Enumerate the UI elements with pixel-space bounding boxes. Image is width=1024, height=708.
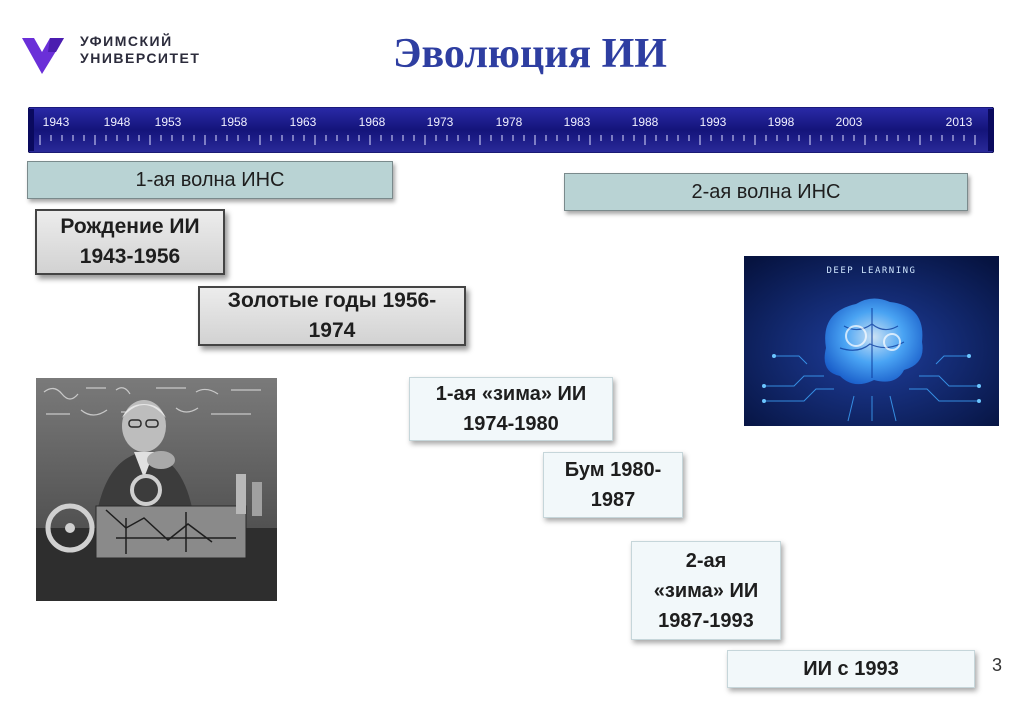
timeline-year-label: 1998 [768,115,795,129]
golden-line-1: Золотые годы 1956- [227,289,437,312]
birth-of-ai-box: Рождение ИИ 1943-1956 [35,209,225,275]
timeline-year-label: 1983 [564,115,591,129]
deep-learning-image: DEEP LEARNING [744,256,999,426]
historical-scientist-photo [36,378,277,601]
timeline-year-label: 1993 [700,115,727,129]
second-ai-winter-box: 2-ая «зима» ИИ 1987-1993 [631,541,781,640]
timeline-ruler: 1943 1948 1953 1958 1963 1968 1973 1978 1983 1988… [28,107,994,153]
timeline-year-label: 1953 [155,115,182,129]
logo-mark-icon [22,38,64,74]
brain-circuit-illustration [744,256,999,426]
boom-line-1: Бум 1980- [564,459,662,481]
first-wave-ann-box: 1-ая волна ИНС [27,161,393,199]
birth-line-1: Рождение ИИ [60,215,200,238]
winter1-line-2: 1974-1980 [463,413,559,435]
timeline-year-label: 2013 [946,115,973,129]
timeline-year-label: 1958 [221,115,248,129]
timeline-year-label: 1978 [496,115,523,129]
timeline-year-label: 1948 [104,115,131,129]
boom-line-2: 1987 [590,489,636,511]
winter2-line-3: 1987-1993 [658,609,754,632]
timeline-year-label: 1973 [427,115,454,129]
winter1-line-1: 1-ая «зима» ИИ [435,383,587,405]
birth-line-2: 1943-1956 [79,245,181,268]
logo-line-1: УФИМСКИЙ [80,33,173,49]
first-wave-label: 1-ая волна ИНС [135,168,285,191]
deep-learning-label: DEEP LEARNING [826,266,917,276]
logo-text: УФИМСКИЙ УНИВЕРСИТЕТ [80,33,200,67]
golden-line-2: 1974 [308,319,356,342]
university-logo: УФИМСКИЙ УНИВЕРСИТЕТ [20,28,230,78]
boom-box: Бум 1980- 1987 [543,452,683,518]
page-number: 3 [992,655,1003,675]
second-wave-label: 2-ая волна ИНС [691,180,841,203]
timeline-year-label: 1968 [359,115,386,129]
first-ai-winter-box: 1-ая «зима» ИИ 1974-1980 [409,377,613,441]
second-wave-ann-box: 2-ая волна ИНС [564,173,968,211]
timeline-bar: 1943 1948 1953 1958 1963 1968 1973 1978 1983 1988… [28,107,994,153]
ai1993-label: ИИ с 1993 [803,658,899,680]
winter2-line-1: 2-ая [685,549,727,572]
slide-title: Эволюция ИИ [393,31,667,77]
winter2-line-2: «зима» ИИ [653,579,759,602]
timeline-year-label: 1963 [290,115,317,129]
timeline-year-label: 2003 [836,115,863,129]
timeline-year-label: 1943 [43,115,70,129]
timeline-year-label: 1988 [632,115,659,129]
logo-line-2: УНИВЕРСИТЕТ [80,50,201,66]
ai-since-1993-box: ИИ с 1993 [727,650,975,688]
golden-years-box: Золотые годы 1956- 1974 [198,286,466,346]
